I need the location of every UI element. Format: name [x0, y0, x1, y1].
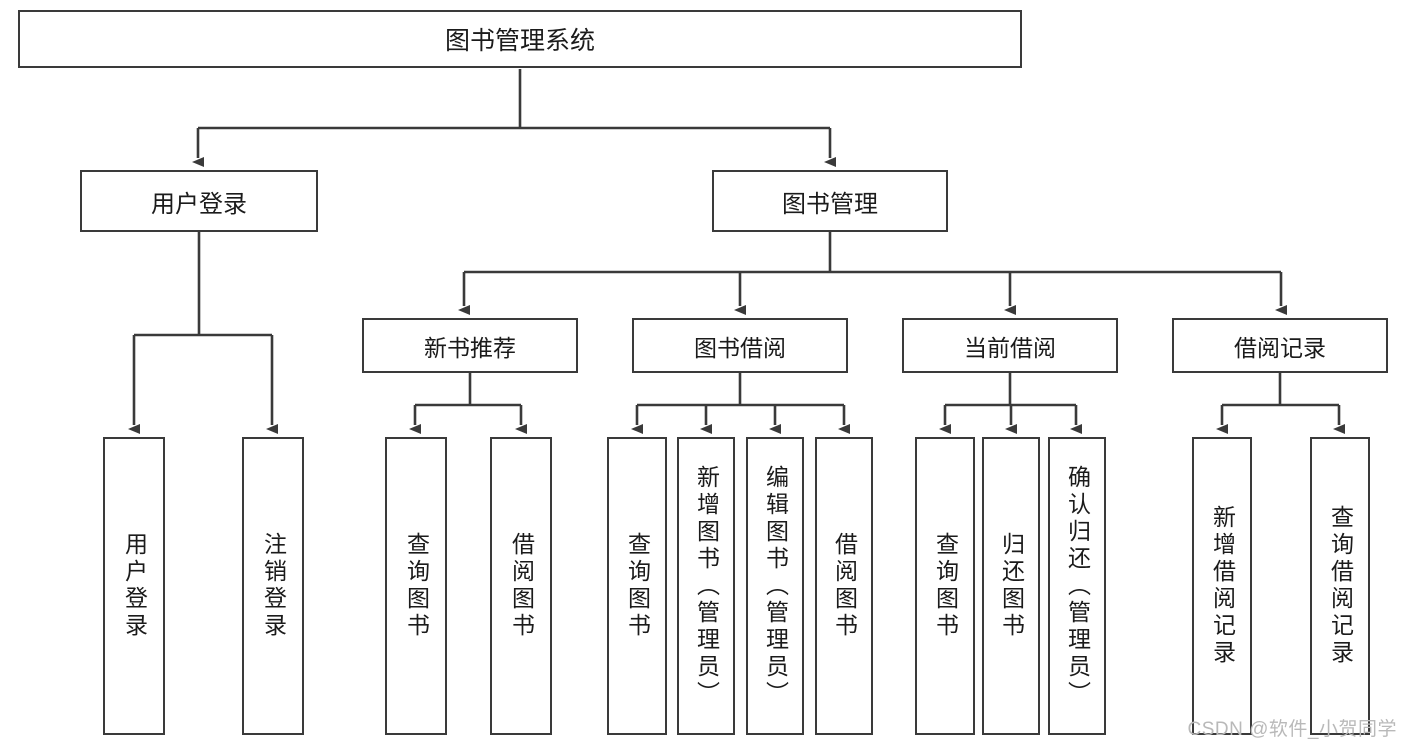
node-borrow-record-label: 借阅记录: [1234, 334, 1326, 361]
leaf-add-book-admin[interactable]: 新增图书（管理员）: [677, 437, 735, 735]
leaf-return-book-label: 归还图书: [998, 532, 1025, 640]
watermark: CSDN @软件_小贺同学: [1187, 719, 1397, 740]
node-current-borrow[interactable]: 当前借阅: [902, 318, 1118, 373]
leaf-edit-book-admin[interactable]: 编辑图书（管理员）: [746, 437, 804, 735]
leaf-query-borrow-record[interactable]: 查询借阅记录: [1310, 437, 1370, 735]
leaf-user-login[interactable]: 用户登录: [103, 437, 165, 735]
leaf-query-book-current[interactable]: 查询图书: [915, 437, 975, 735]
leaf-query-book-recommend-label: 查询图书: [403, 532, 430, 640]
leaf-query-borrow-record-label: 查询借阅记录: [1327, 505, 1354, 667]
leaf-confirm-return-admin[interactable]: 确认归还（管理员）: [1048, 437, 1106, 735]
node-book-management[interactable]: 图书管理: [712, 170, 948, 232]
node-user-login[interactable]: 用户登录: [80, 170, 318, 232]
leaf-borrow-book-borrow-label: 借阅图书: [831, 532, 858, 640]
node-current-borrow-label: 当前借阅: [964, 334, 1056, 361]
leaf-add-borrow-record-label: 新增借阅记录: [1209, 505, 1236, 667]
leaf-borrow-book-borrow[interactable]: 借阅图书: [815, 437, 873, 735]
leaf-user-login-label: 用户登录: [121, 532, 148, 640]
leaf-add-book-admin-label: 新增图书（管理员）: [693, 464, 720, 708]
leaf-edit-book-admin-label: 编辑图书（管理员）: [762, 464, 789, 708]
node-root[interactable]: 图书管理系统: [18, 10, 1022, 68]
leaf-borrow-book-recommend-label: 借阅图书: [508, 532, 535, 640]
node-root-label: 图书管理系统: [444, 27, 595, 55]
node-book-management-label: 图书管理: [782, 190, 878, 218]
node-book-borrow-label: 图书借阅: [694, 334, 786, 361]
node-new-book-recommend[interactable]: 新书推荐: [362, 318, 578, 373]
leaf-add-borrow-record[interactable]: 新增借阅记录: [1192, 437, 1252, 735]
leaf-logout-label: 注销登录: [260, 532, 287, 640]
leaf-query-book-borrow[interactable]: 查询图书: [607, 437, 667, 735]
node-new-book-recommend-label: 新书推荐: [424, 334, 516, 361]
leaf-confirm-return-admin-label: 确认归还（管理员）: [1064, 464, 1091, 708]
leaf-query-book-current-label: 查询图书: [932, 532, 959, 640]
leaf-borrow-book-recommend[interactable]: 借阅图书: [490, 437, 552, 735]
leaf-return-book[interactable]: 归还图书: [982, 437, 1040, 735]
node-borrow-record[interactable]: 借阅记录: [1172, 318, 1388, 373]
node-user-login-label: 用户登录: [151, 190, 247, 218]
leaf-query-book-recommend[interactable]: 查询图书: [385, 437, 447, 735]
leaf-logout[interactable]: 注销登录: [242, 437, 304, 735]
leaf-query-book-borrow-label: 查询图书: [624, 532, 651, 640]
node-book-borrow[interactable]: 图书借阅: [632, 318, 848, 373]
